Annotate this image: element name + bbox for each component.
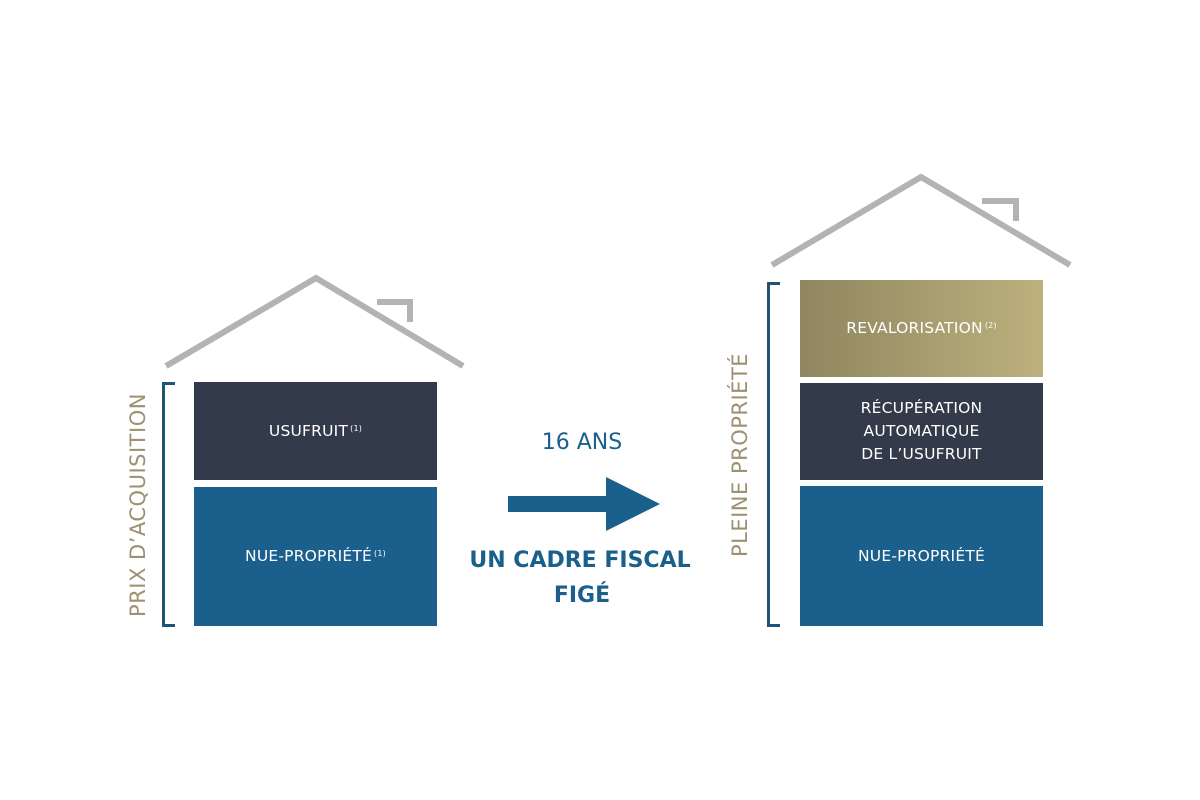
caption-line1: UN CADRE FISCAL <box>469 548 691 573</box>
duration-label: 16 ANS <box>541 430 623 455</box>
nue-propriete-block-left: NUE-PROPRIÉTÉ(1) <box>194 487 437 626</box>
usufruit-note: (1) <box>350 423 363 433</box>
right-side-label: PLEINE PROPRIÉTÉ <box>728 352 752 558</box>
caption-line2: FIGÉ <box>553 583 611 608</box>
usufruit-label: USUFRUIT <box>268 421 349 440</box>
right-roof-icon <box>770 173 1072 268</box>
recuperation-line3: DE L’USUFRUIT <box>861 445 982 463</box>
revalorisation-note: (2) <box>984 321 997 330</box>
right-arrow-icon <box>508 477 660 531</box>
recuperation-line1: RÉCUPÉRATION <box>860 399 983 417</box>
revalorisation-block: REVALORISATION(2) <box>800 280 1043 377</box>
nue-propriete-block-right: NUE-PROPRIÉTÉ <box>800 486 1043 626</box>
recuperation-line2: AUTOMATIQUE <box>863 422 980 440</box>
nue-propriete-label-right: NUE-PROPRIÉTÉ <box>858 546 985 565</box>
recuperation-block: RÉCUPÉRATION AUTOMATIQUE DE L’USUFRUIT <box>800 383 1043 480</box>
nue-propriete-note-left: (1) <box>374 549 386 558</box>
left-bracket <box>162 382 175 627</box>
nue-propriete-label-left: NUE-PROPRIÉTÉ <box>245 547 373 565</box>
left-roof-icon <box>164 274 465 369</box>
right-bracket <box>767 282 780 627</box>
usufruit-block: USUFRUIT(1) <box>194 382 437 480</box>
revalorisation-label: REVALORISATION <box>846 319 983 337</box>
left-side-label: PRIX D’ACQUISITION <box>126 393 150 617</box>
